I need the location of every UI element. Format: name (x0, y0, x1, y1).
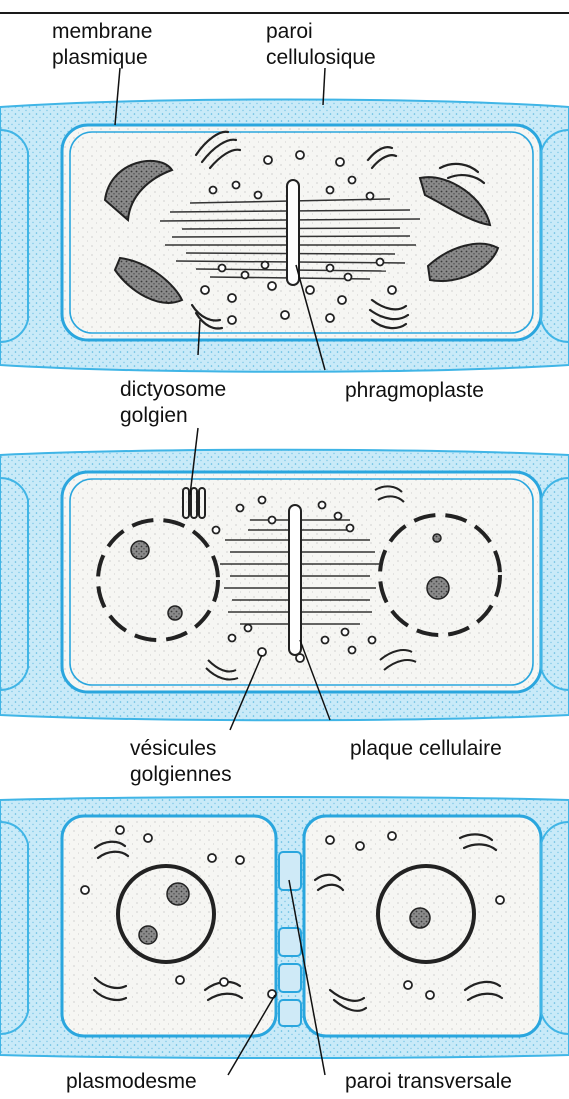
label-vesicules-golgiennes-1: vésicules (130, 737, 216, 761)
label-membrane-plasmique-2: plasmique (52, 46, 148, 70)
label-dictyosome-golgien-1: dictyosome (120, 378, 226, 402)
label-dictyosome-golgien-2: golgien (120, 404, 188, 428)
cell-1 (0, 100, 569, 372)
label-paroi-transversale: paroi transversale (345, 1070, 512, 1094)
label-plasmodesme: plasmodesme (66, 1070, 197, 1094)
cell-3 (0, 797, 569, 1058)
cell-plate (289, 505, 301, 655)
daughter-cell-left (62, 816, 276, 1036)
label-plaque-cellulaire: plaque cellulaire (350, 737, 502, 761)
label-membrane-plasmique-1: membrane (52, 20, 152, 44)
label-vesicules-golgiennes-2: golgiennes (130, 763, 232, 787)
label-phragmoplaste: phragmoplaste (345, 379, 484, 403)
cell-2 (0, 450, 569, 721)
label-paroi-cellulosique-1: paroi (266, 20, 313, 44)
label-paroi-cellulosique-2: cellulosique (266, 46, 376, 70)
transverse-wall-segments (279, 852, 301, 1026)
